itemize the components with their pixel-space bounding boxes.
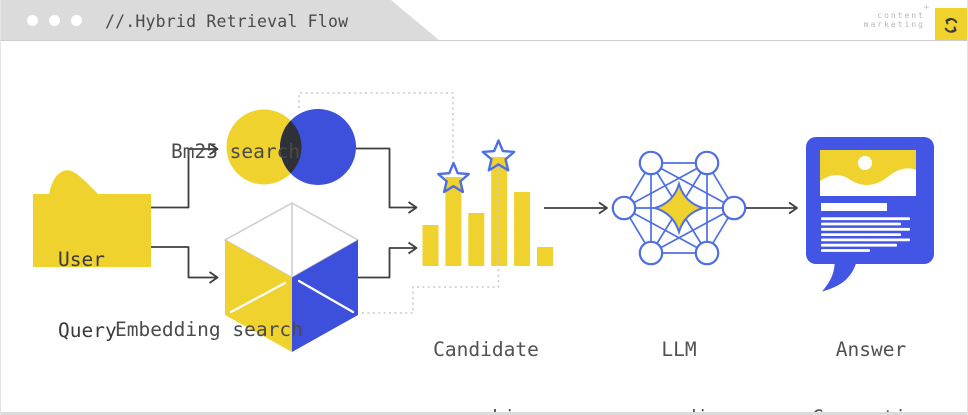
dotted-connectors	[298, 92, 500, 314]
doc-text-lines	[821, 203, 910, 252]
brand-line2: marketing	[863, 20, 925, 29]
window-dot-icon	[70, 14, 82, 26]
flow-arrows	[151, 142, 798, 284]
arrow-venn-to-bars	[356, 147, 415, 209]
sync-badge	[935, 8, 967, 41]
star-icons	[437, 139, 516, 194]
venn-icon	[226, 109, 356, 185]
network-node	[638, 150, 664, 176]
arrow-userquery-to-embedding	[151, 246, 216, 279]
label-user-query: User Query	[58, 248, 117, 342]
network-node	[694, 240, 720, 266]
window-titlebar: //.Hybrid Retrieval Flow + content marke…	[1, 0, 967, 41]
sparkle-icon	[651, 180, 707, 236]
cube-icon	[223, 202, 360, 352]
label-llm-grounding: LLM grounding	[626, 338, 732, 415]
bottom-border	[1, 412, 967, 415]
label-candidate-reranking: Candidate reranking	[433, 338, 539, 415]
network-node	[611, 195, 637, 221]
label-bm25-search: Bm25 search	[170, 139, 301, 163]
arrow-cube-to-bars	[358, 247, 415, 279]
network-node	[721, 195, 747, 221]
window-dot-icon	[26, 14, 38, 26]
titlebar-divider	[1, 40, 967, 41]
brand-plus-mark: +	[923, 3, 929, 13]
window-title: //.Hybrid Retrieval Flow	[105, 12, 349, 31]
brand-line1: content	[877, 11, 925, 20]
network-node	[638, 240, 664, 266]
candidate-bar	[514, 192, 531, 266]
user-query-bubble	[33, 170, 151, 267]
doc-image-placeholder	[820, 150, 916, 196]
window-dot-icon	[48, 14, 60, 26]
candidate-bar	[422, 225, 439, 266]
candidate-bar	[445, 177, 462, 266]
sync-icon	[944, 17, 958, 33]
arrow-userquery-to-bm25	[151, 148, 216, 209]
network-icon	[611, 150, 747, 266]
label-embedding-search: Embedding search	[114, 317, 303, 341]
star-icon	[481, 139, 516, 172]
candidate-bar	[537, 247, 553, 266]
answer-doc-icon	[806, 137, 934, 292]
brand-wordmark: content marketing	[864, 11, 925, 29]
candidate-bar	[468, 213, 485, 266]
star-icon	[437, 161, 470, 194]
bars-icon	[422, 157, 553, 266]
label-answer-generation: Answer Generation	[812, 338, 929, 415]
network-node	[694, 150, 720, 176]
